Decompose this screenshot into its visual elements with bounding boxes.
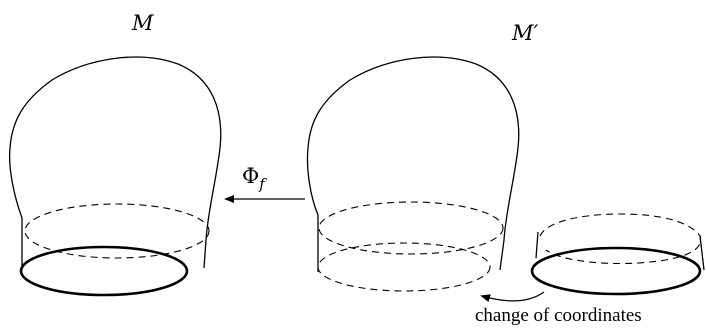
surface-m-prime <box>306 56 520 292</box>
surface-m-prime-middle-section <box>318 201 504 255</box>
surface-m-middle-section <box>24 203 210 259</box>
label-phi-f: Φf <box>242 164 267 193</box>
change-of-coordinates-label: change of coordinates <box>475 305 642 326</box>
change-of-coordinates-arrow <box>480 291 545 303</box>
surface-m-prime-collar <box>317 242 491 292</box>
collar-left-side <box>535 231 539 259</box>
surface-m-outline <box>8 56 222 270</box>
collar-right-side <box>699 235 705 271</box>
collar-boundary <box>530 246 702 296</box>
surface-m-boundary <box>19 245 189 297</box>
label-m-prime: M′ <box>511 21 539 45</box>
label-m: M <box>131 11 154 35</box>
collar-piece <box>530 213 705 296</box>
surface-m <box>8 56 222 297</box>
surface-m-prime-outline <box>306 56 520 272</box>
